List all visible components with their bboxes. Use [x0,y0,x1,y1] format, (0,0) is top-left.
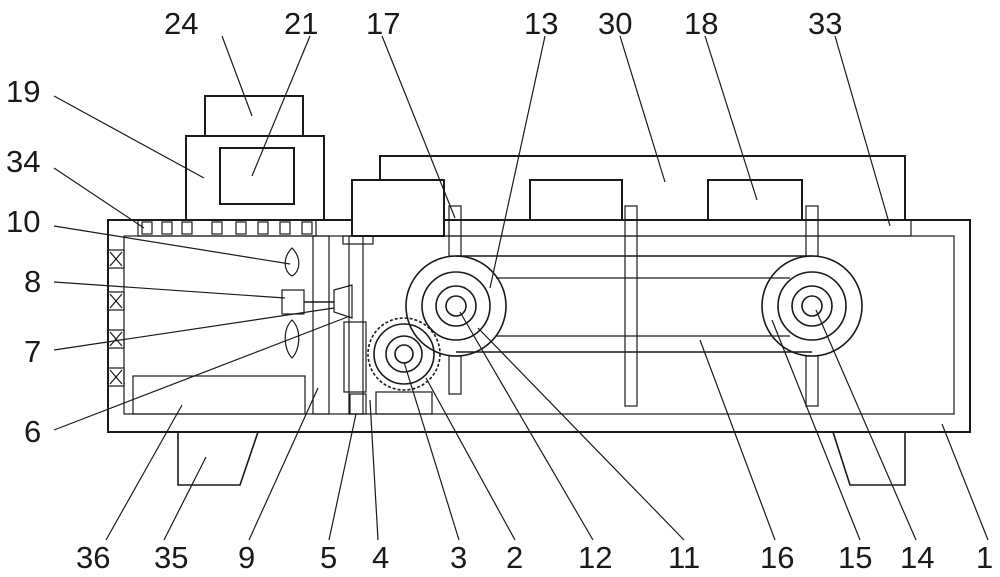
label-12: 12 [578,540,612,575]
motor-box [132,375,306,415]
top-unit [204,95,304,137]
bevel-gear [333,284,353,319]
label-3: 3 [450,540,467,575]
part-labels: 24 21 17 13 30 18 33 19 34 10 8 7 6 36 3… [6,6,993,575]
label-30: 30 [598,6,632,41]
post-right [805,205,819,257]
gear-base [375,391,433,415]
label-13: 13 [524,6,558,41]
label-7: 7 [24,334,41,369]
hatched-top-plate [379,155,906,221]
top-block-b [529,179,623,221]
worm-screw [343,321,367,393]
label-1: 1 [976,540,993,575]
label-24: 24 [164,6,198,41]
top-block-a [351,179,445,237]
label-9: 9 [238,540,255,575]
label-33: 33 [808,6,842,41]
label-35: 35 [154,540,188,575]
label-36: 36 [76,540,110,575]
label-2: 2 [506,540,523,575]
partition-wall [312,235,330,415]
support-feet [177,431,906,486]
label-21: 21 [284,6,318,41]
label-17: 17 [366,6,400,41]
leader-lines [53,35,989,541]
side-vents [107,249,125,387]
label-11: 11 [668,540,700,575]
display-screen [219,147,295,205]
label-19: 19 [6,74,40,109]
main-frame [107,219,971,433]
label-16: 16 [760,540,794,575]
label-18: 18 [684,6,718,41]
label-10: 10 [6,204,40,239]
post-mid [624,205,638,407]
label-8: 8 [24,264,41,299]
post-left [448,205,462,257]
conveyor-belt [456,255,812,353]
label-14: 14 [900,540,934,575]
label-15: 15 [838,540,872,575]
label-34: 34 [6,144,40,179]
top-block-c [707,179,803,221]
label-4: 4 [372,540,389,575]
label-6: 6 [24,414,41,449]
label-5: 5 [320,540,337,575]
